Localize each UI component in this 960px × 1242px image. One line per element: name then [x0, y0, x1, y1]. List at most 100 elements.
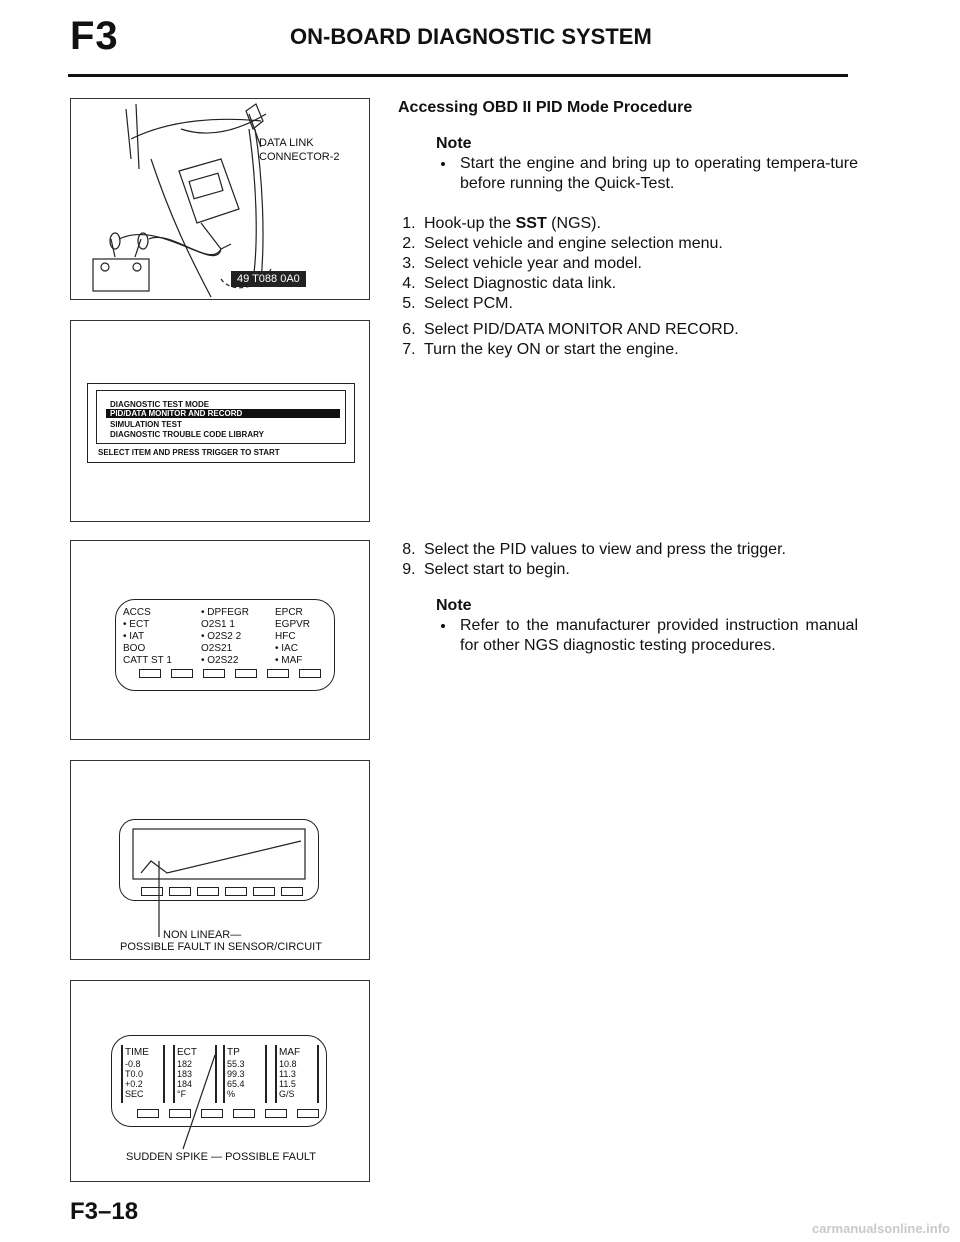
pid-cell: BOO — [123, 643, 146, 654]
graph-screen — [119, 819, 319, 901]
tool-code-badge: 49 T088 0A0 — [231, 271, 306, 287]
softkey-button — [137, 1109, 159, 1118]
softkey-button — [201, 1109, 223, 1118]
softkey-button — [139, 669, 161, 678]
softkey-button — [299, 669, 321, 678]
watermark: carmanualsonline.info — [812, 1221, 950, 1236]
step-6: Select PID/DATA MONITOR AND RECORD. — [420, 320, 858, 340]
step-2: Select vehicle and engine selection menu… — [420, 234, 858, 254]
pid-cell: • O2S22 — [201, 655, 239, 666]
softkey-button — [225, 887, 247, 896]
menu-item-dtc-library: DIAGNOSTIC TROUBLE CODE LIBRARY — [110, 430, 264, 439]
spike-cell: 55.3 — [227, 1059, 245, 1069]
step-5: Select PCM. — [420, 294, 858, 314]
graph-trace — [132, 828, 306, 937]
graph-caption-line2: POSSIBLE FAULT IN SENSOR/CIRCUIT — [120, 941, 322, 953]
pid-cell: EGPVR — [275, 619, 311, 630]
menu-screen-inner — [96, 390, 346, 444]
spike-column — [173, 1045, 217, 1103]
step-8: Select the PID values to view and press … — [420, 540, 858, 560]
procedure-title: Accessing OBD II PID Mode Procedure — [398, 99, 693, 116]
softkey-button — [169, 887, 191, 896]
graph-caption-line1: NON LINEAR— — [163, 929, 242, 941]
step-3: Select vehicle year and model. — [420, 254, 858, 274]
note2-text: Refer to the manufacturer provided instr… — [456, 616, 858, 656]
softkey-button — [235, 669, 257, 678]
page-number: F3–18 — [70, 1198, 139, 1225]
pid-cell: • ECT — [123, 619, 150, 630]
pid-cell: O2S21 — [201, 643, 233, 654]
spike-column — [275, 1045, 319, 1103]
pid-cell: CATT ST 1 — [123, 655, 172, 666]
spike-cell: 182 — [177, 1059, 193, 1069]
spike-cell: T0.0 — [125, 1069, 144, 1079]
connector-label-line1: DATA LINK — [259, 137, 314, 149]
softkey-button — [197, 887, 219, 896]
pid-cell: • DPFEGR — [201, 607, 249, 618]
spike-cell: % — [227, 1089, 236, 1099]
page-title: ON-BOARD DIAGNOSTIC SYSTEM — [290, 24, 652, 49]
steps-8-9: Select the PID values to view and press … — [398, 540, 858, 580]
figure-ngs-connection: DATA LINK CONNECTOR-2 49 T088 0A0 — [70, 98, 370, 300]
softkey-button — [203, 669, 225, 678]
spike-cell: 65.4 — [227, 1079, 245, 1089]
softkey-button — [141, 887, 163, 896]
softkey-button — [281, 887, 303, 896]
note1: Note Start the engine and bring up to op… — [436, 134, 858, 194]
steps-1-5: Hook-up the SST (NGS). Select vehicle an… — [398, 214, 858, 314]
softkey-button — [253, 887, 275, 896]
figure-nonlinear-graph: NON LINEAR— POSSIBLE FAULT IN SENSOR/CIR… — [70, 760, 370, 960]
menu-screen: DIAGNOSTIC TEST MODE PID/DATA MONITOR AN… — [87, 383, 355, 463]
spike-cell: 99.3 — [227, 1069, 245, 1079]
menu-footer: SELECT ITEM AND PRESS TRIGGER TO START — [98, 448, 280, 457]
pid-cell: HFC — [275, 631, 296, 642]
spike-cell: SEC — [125, 1089, 144, 1099]
pid-cell: • IAC — [275, 643, 298, 654]
spike-caption: SUDDEN SPIKE — POSSIBLE FAULT — [126, 1151, 316, 1163]
pid-screen — [115, 599, 335, 691]
softkey-button — [265, 1109, 287, 1118]
figure-test-mode-menu: DIAGNOSTIC TEST MODE PID/DATA MONITOR AN… — [70, 320, 370, 522]
spike-cell: G/S — [279, 1089, 295, 1099]
spike-column-header: ECT — [177, 1047, 197, 1058]
spike-cell: -0.8 — [125, 1059, 141, 1069]
softkey-button — [267, 669, 289, 678]
spike-cell: 184 — [177, 1079, 193, 1089]
steps-6-7: Select PID/DATA MONITOR AND RECORD. Turn… — [398, 320, 858, 360]
connector-label-line2: CONNECTOR-2 — [259, 151, 340, 163]
spike-column-header: TP — [227, 1047, 240, 1058]
spike-cell: 183 — [177, 1069, 193, 1079]
spike-pointer — [182, 1054, 216, 1150]
procedure-block: Accessing OBD II PID Mode Procedure Note… — [398, 98, 858, 314]
pid-cell: • MAF — [275, 655, 303, 666]
table-screen — [111, 1035, 327, 1127]
step-7: Turn the key ON or start the engine. — [420, 340, 858, 360]
spike-cell: 10.8 — [279, 1059, 297, 1069]
pid-cell: • O2S2 2 — [201, 631, 242, 642]
spike-cell: 11.5 — [279, 1079, 296, 1089]
step-4: Select Diagnostic data link. — [420, 274, 858, 294]
spike-column-header: MAF — [279, 1047, 301, 1058]
spike-column — [121, 1045, 165, 1103]
softkey-button — [297, 1109, 319, 1118]
spike-column-header: TIME — [125, 1047, 149, 1058]
softkey-button — [171, 669, 193, 678]
note1-title: Note — [436, 135, 472, 152]
softkey-button — [169, 1109, 191, 1118]
steps-6-7-block: Select PID/DATA MONITOR AND RECORD. Turn… — [398, 320, 858, 360]
pid-cell: ACCS — [123, 607, 151, 618]
pid-cell: O2S1 1 — [201, 619, 235, 630]
steps-8-9-block: Select the PID values to view and press … — [398, 540, 858, 656]
menu-item-simulation-test: SIMULATION TEST — [110, 420, 182, 429]
header-rule — [68, 74, 848, 77]
ngs-connection-illustration — [92, 103, 272, 298]
spike-cell: °F — [177, 1089, 187, 1099]
note2-title: Note — [436, 597, 472, 614]
spike-column — [223, 1045, 267, 1103]
step-9: Select start to begin. — [420, 560, 858, 580]
pid-cell: EPCR — [275, 607, 303, 618]
step-1: Hook-up the SST (NGS). — [420, 214, 858, 234]
menu-item-diagnostic-test-mode: DIAGNOSTIC TEST MODE — [110, 400, 210, 409]
